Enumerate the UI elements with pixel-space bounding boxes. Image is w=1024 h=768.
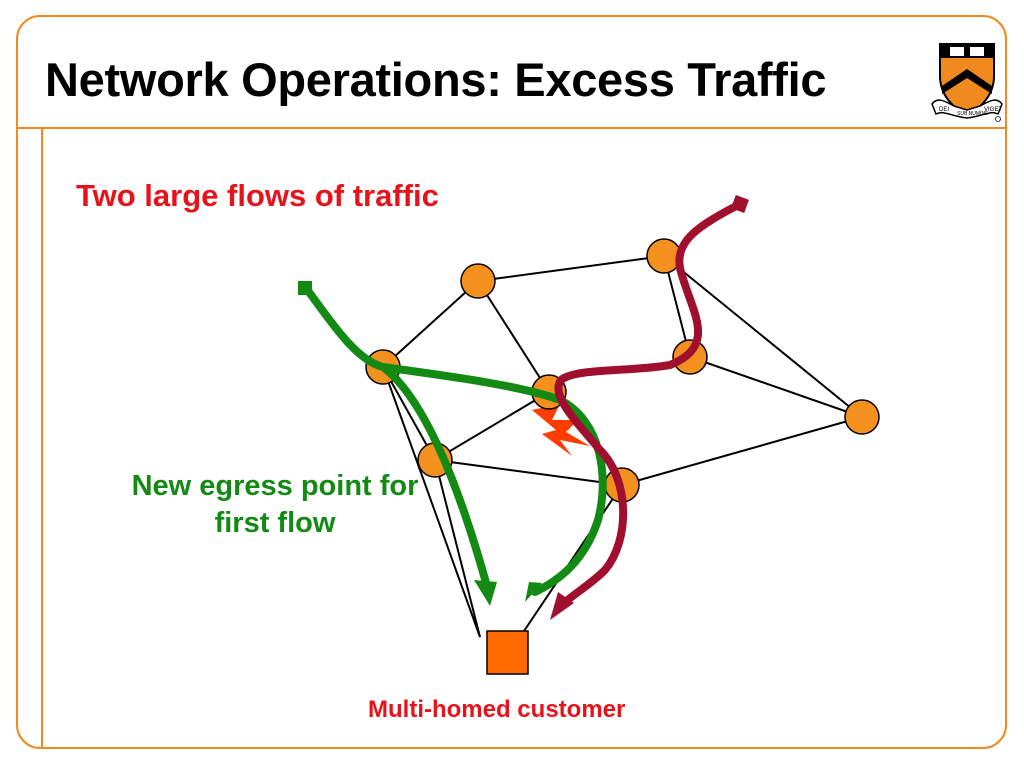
link	[382, 366, 436, 461]
princeton-shield-logo: DEI SUB NUMINE VIGET	[931, 43, 1003, 122]
second-flow-arrowhead	[550, 592, 574, 620]
second-flow	[550, 195, 749, 620]
slide-title: Network Operations: Excess Traffic	[45, 53, 827, 106]
first-flow-path-a	[302, 284, 492, 594]
first-flow-arrowhead	[525, 582, 542, 602]
customer-node	[486, 630, 529, 675]
svg-text:SUB NUMINE: SUB NUMINE	[957, 111, 989, 117]
link	[434, 459, 623, 486]
link	[434, 459, 481, 638]
network-links	[382, 255, 863, 638]
link	[663, 255, 863, 418]
link	[477, 255, 665, 282]
link	[621, 416, 863, 486]
flows-caption: Two large flows of traffic	[76, 178, 439, 213]
link	[382, 366, 481, 638]
egress-caption: New egress point for first flow	[131, 470, 419, 539]
customer-caption: Multi-homed customer	[368, 696, 626, 723]
link	[477, 280, 550, 393]
slide-frame	[16, 15, 1007, 749]
router-node	[460, 263, 496, 299]
left-margin-rule	[41, 128, 43, 748]
first-flow-arrowhead	[474, 580, 497, 606]
link	[689, 356, 863, 418]
second-flow-path	[554, 200, 744, 609]
title-divider	[16, 127, 1007, 129]
link	[382, 280, 479, 368]
svg-text:DEI: DEI	[939, 107, 949, 113]
congestion-bolt-icon	[532, 404, 590, 456]
router-node	[844, 399, 880, 435]
link	[434, 391, 550, 461]
svg-text:VIGET: VIGET	[984, 107, 1002, 113]
